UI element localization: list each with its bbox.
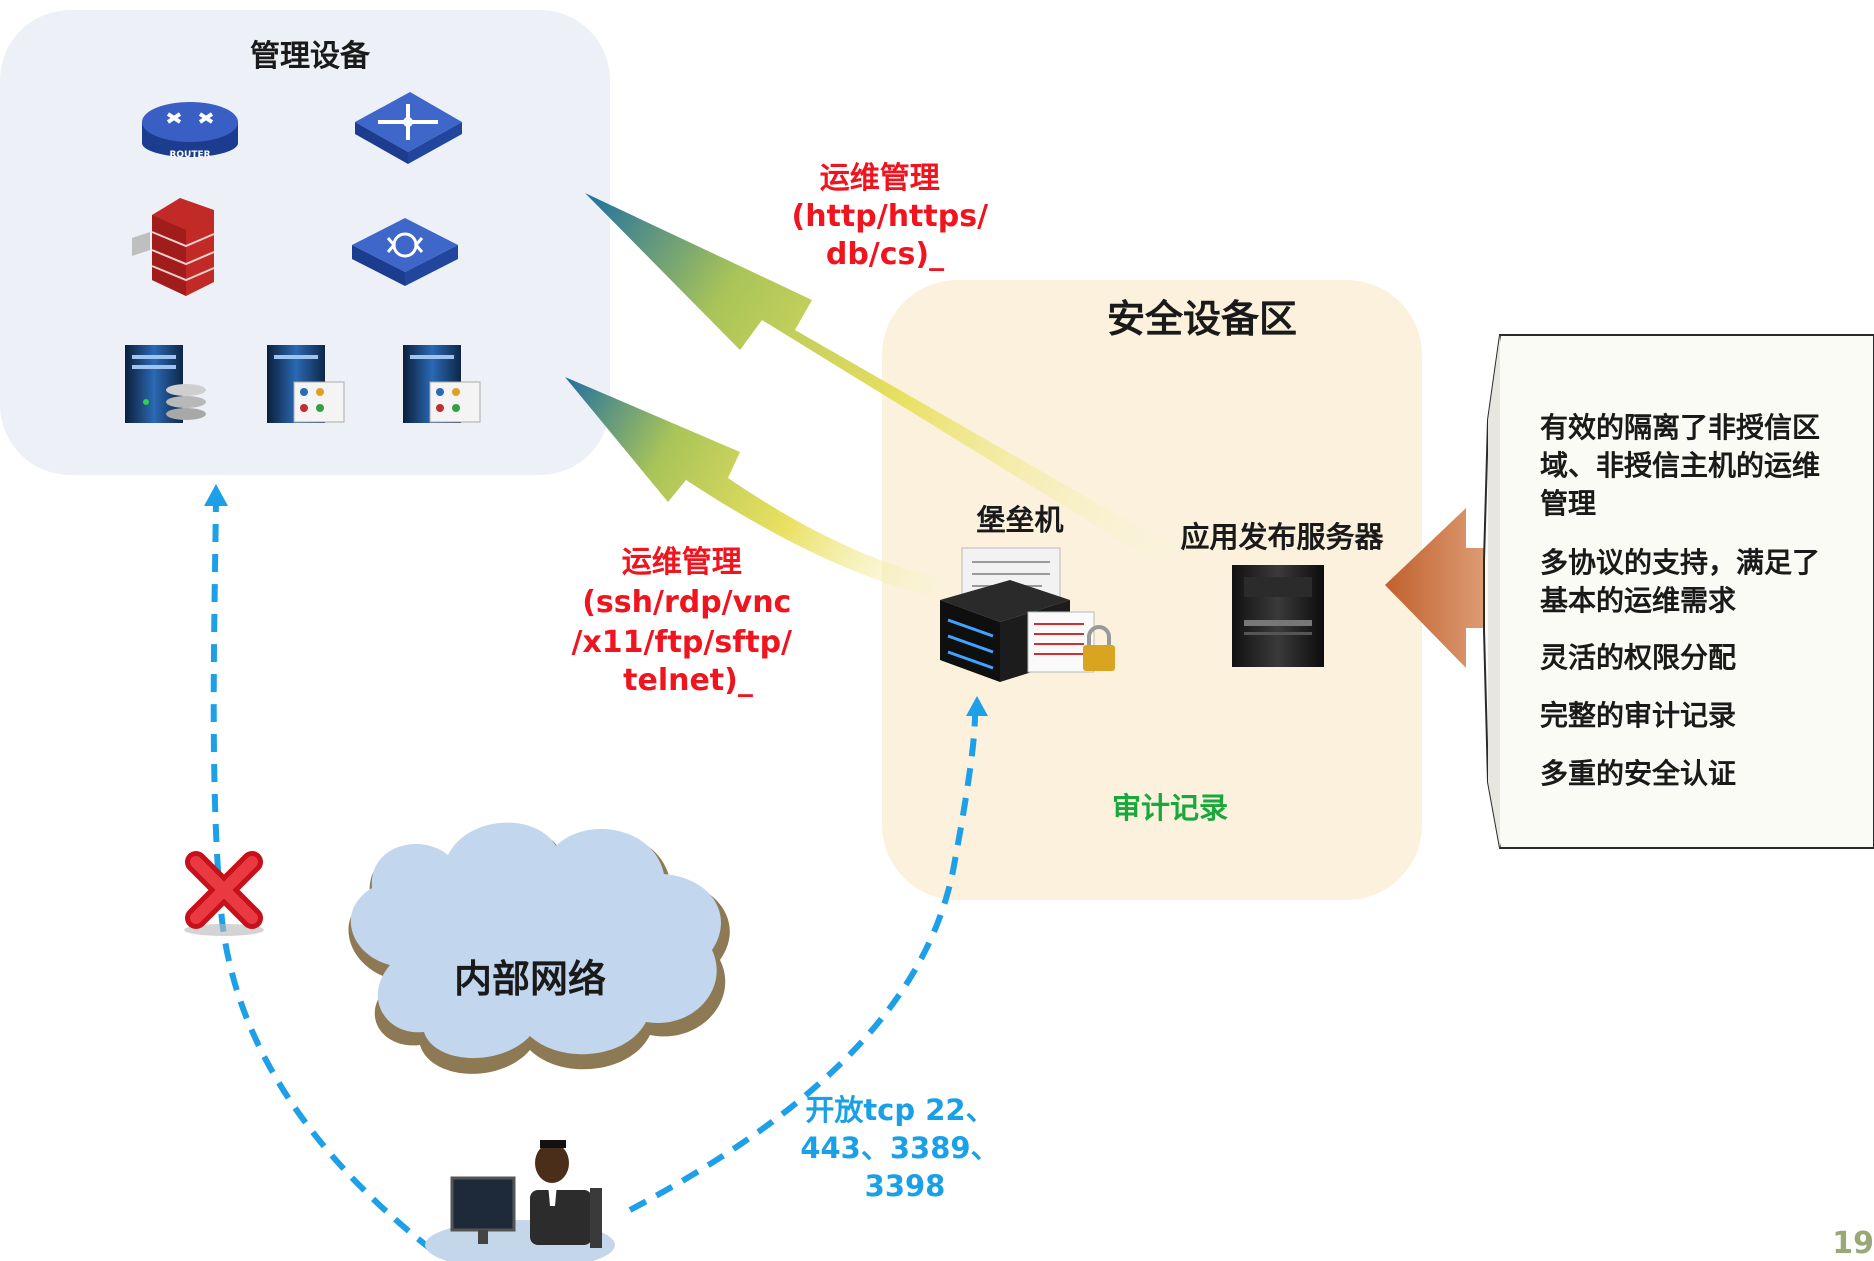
feature-multi-protocol: 多协议的支持，满足了 基本的运维需求 (1540, 546, 1830, 617)
ops-arrow-web (585, 193, 1175, 565)
blocked-x-icon (184, 851, 264, 936)
callout-arrow (1385, 508, 1500, 668)
firewall-icon (132, 198, 215, 296)
feature-auth: 多重的安全认证 (1540, 757, 1736, 790)
security-zone (882, 280, 1422, 900)
bastion-host-icon (940, 547, 1115, 682)
security-zone-title: 安全设备区 (1107, 297, 1297, 341)
switch-icon (352, 218, 458, 286)
app-server-icon (403, 345, 481, 423)
app-server-icon (267, 345, 345, 423)
svg-text:ROUTER: ROUTER (169, 150, 210, 160)
web-ops-label: 运维管理 (http/https/ db/cs)_ (792, 161, 999, 272)
allowed-path-arrowhead (966, 696, 988, 716)
feature-audit: 完整的审计记录 (1540, 699, 1736, 732)
internal-network-label: 内部网络 (454, 957, 606, 1001)
blocked-path (210, 499, 434, 1253)
tower-server-icon (1232, 565, 1324, 667)
page-number: 19 (1832, 1226, 1874, 1261)
router-icon: ROUTER (142, 102, 238, 160)
app-server-label: 应用发布服务器 (1180, 520, 1384, 554)
remote-ops-label: 运维管理 (ssh/rdp/vnc /x11/ftp/sftp/ telnet)… (572, 545, 803, 698)
user-at-workstation-icon (425, 1140, 615, 1261)
allowed-path (628, 714, 978, 1213)
feature-isolation: 有效的隔离了非授信区 域、非授信主机的运维 管理 (1540, 411, 1830, 520)
cloud-icon (348, 822, 730, 1074)
feature-permissions: 灵活的权限分配 (1540, 641, 1736, 674)
ops-arrow-remote (565, 377, 952, 600)
features-panel (1483, 334, 1874, 849)
management-zone-title: 管理设备 (250, 39, 371, 74)
bastion-label: 堡垒机 (976, 503, 1063, 537)
open-ports-label: 开放tcp 22、 443、3389、 3398 (800, 1093, 1009, 1203)
layer3-switch-icon (355, 92, 462, 164)
audit-label: 审计记录 (1112, 791, 1228, 825)
database-server-icon (125, 345, 206, 423)
blocked-path-arrowhead (204, 484, 228, 506)
